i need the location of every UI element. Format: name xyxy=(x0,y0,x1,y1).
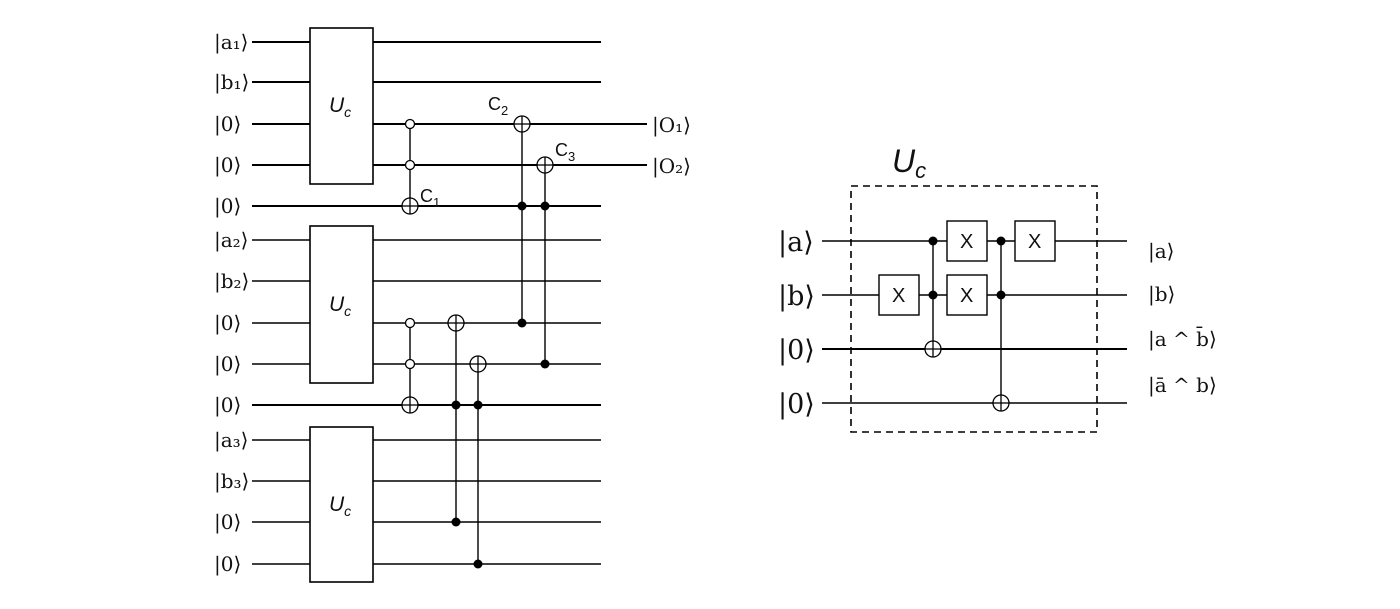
cnot-target xyxy=(513,115,531,133)
r-output-nota-and-b: |ā ^ b⟩ xyxy=(1148,373,1217,398)
open-control xyxy=(404,358,416,370)
r-output-a: |a⟩ xyxy=(1148,239,1174,264)
solid-control xyxy=(451,400,461,410)
cnot-target xyxy=(401,197,419,215)
r-output-b: |b⟩ xyxy=(1148,282,1175,307)
toffoli-c2 xyxy=(513,115,531,328)
solid-control xyxy=(996,236,1006,246)
r-toffoli-1 xyxy=(924,236,942,358)
solid-control xyxy=(473,559,483,569)
uc-gate-1 xyxy=(309,27,374,185)
uc-gate-3 xyxy=(309,426,374,583)
cnot-target xyxy=(992,394,1010,412)
input-label-zero-3: |0⟩ xyxy=(214,194,241,219)
r-input-b: |b⟩ xyxy=(778,281,815,312)
x-gate-a1 xyxy=(946,220,988,262)
toffoli-c3 xyxy=(536,156,554,369)
input-label-zero-5: |0⟩ xyxy=(214,352,241,377)
input-label-zero-2: |0⟩ xyxy=(214,153,241,178)
solid-control xyxy=(473,400,483,410)
label-c2: C2 xyxy=(488,94,508,118)
x-gate-a2 xyxy=(1014,220,1056,262)
input-label-zero-7: |0⟩ xyxy=(214,510,241,535)
input-label-a1: |a₁⟩ xyxy=(214,30,248,55)
solid-control xyxy=(928,236,938,246)
input-label-zero-6: |0⟩ xyxy=(214,393,241,418)
cnot-target xyxy=(401,396,419,414)
input-label-zero-8: |0⟩ xyxy=(214,552,241,577)
x-gate-label: X xyxy=(960,231,973,253)
toffoli-c5 xyxy=(447,314,465,527)
right-circuit: Uc |a⟩ |b⟩ |0⟩ |0⟩ |a⟩ |b⟩ |a ^ b̄⟩ |ā ^… xyxy=(778,143,1217,433)
input-label-zero-4: |0⟩ xyxy=(214,311,241,336)
input-label-b2: |b₂⟩ xyxy=(214,269,249,294)
x-gate-b2 xyxy=(946,274,988,316)
uc-gate-2-label: Uc xyxy=(329,293,351,319)
x-gate-b1 xyxy=(878,274,920,316)
cnot-target xyxy=(469,355,487,373)
x-gate-label: X xyxy=(1028,231,1041,253)
input-label-a2: |a₂⟩ xyxy=(214,228,248,253)
r-input-zero-2: |0⟩ xyxy=(778,389,815,420)
x-gate-label: X xyxy=(892,285,905,307)
solid-control xyxy=(517,318,527,328)
input-label-a3: |a₃⟩ xyxy=(214,428,248,453)
output-label-o1: |O₁⟩ xyxy=(652,113,691,138)
input-label-zero-1: |0⟩ xyxy=(214,112,241,137)
uc-gate-2 xyxy=(309,225,374,384)
label-c3: C3 xyxy=(555,140,575,164)
solid-control xyxy=(928,290,938,300)
open-control xyxy=(404,317,416,329)
right-title: Uc xyxy=(892,143,926,183)
solid-control xyxy=(540,359,550,369)
solid-control xyxy=(996,290,1006,300)
toffoli-c4 xyxy=(401,317,419,414)
left-input-labels: |a₁⟩ |b₁⟩ |0⟩ |0⟩ |0⟩ |a₂⟩ |b₂⟩ |0⟩ |0⟩ … xyxy=(214,30,249,577)
solid-control xyxy=(451,517,461,527)
left-circuit: Uc Uc Uc |a₁⟩ |b₁⟩ |0⟩ |0⟩ |0⟩ |a₂⟩ |b₂⟩… xyxy=(214,27,691,583)
cnot-target xyxy=(447,314,465,332)
r-output-a-and-notb: |a ^ b̄⟩ xyxy=(1148,326,1217,352)
toffoli-c6 xyxy=(469,355,487,569)
solid-control xyxy=(517,201,527,211)
cnot-target xyxy=(924,340,942,358)
uc-gate-1-label: Uc xyxy=(329,94,351,120)
r-toffoli-2 xyxy=(992,236,1010,412)
x-gate-label: X xyxy=(960,285,973,307)
open-control xyxy=(404,159,416,171)
output-label-o2: |O₂⟩ xyxy=(652,154,691,179)
label-c1: C1 xyxy=(420,186,440,210)
cnot-target xyxy=(536,156,554,174)
uc-gate-3-label: Uc xyxy=(329,493,351,519)
r-input-a: |a⟩ xyxy=(778,227,814,258)
solid-control xyxy=(540,201,550,211)
open-control xyxy=(404,118,416,130)
uc-dashed-box xyxy=(850,185,1098,433)
toffoli-c1 xyxy=(401,118,419,215)
input-label-b1: |b₁⟩ xyxy=(214,70,249,95)
input-label-b3: |b₃⟩ xyxy=(214,469,249,494)
r-input-zero-1: |0⟩ xyxy=(778,335,815,366)
